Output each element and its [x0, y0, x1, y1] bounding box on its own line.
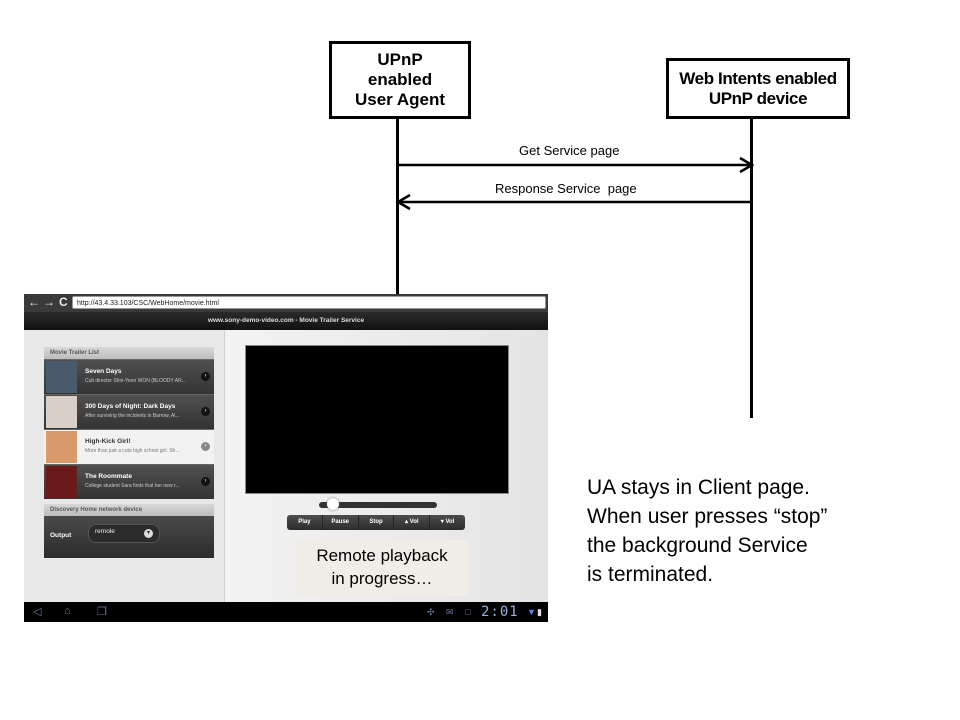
trailer-thumbnail	[46, 466, 77, 498]
clock: 2:01	[481, 604, 519, 620]
discovery-header: Discovery Home network device	[44, 504, 214, 516]
lifeline-user-agent	[396, 119, 399, 295]
url-input[interactable]: http://43.4.33.103/CSC/WebHome/movie.htm…	[72, 296, 546, 309]
chevron-right-icon: ›	[201, 442, 210, 451]
control-button-vol-down[interactable]: ▾ Vol	[440, 519, 455, 525]
trailer-description: More than just a cute high school girl. …	[85, 448, 180, 454]
trailer-title: The Roommate	[85, 473, 132, 480]
remote-playback-note: Remote playback in progress…	[296, 540, 468, 596]
output-select[interactable]: remole ▾	[88, 524, 160, 543]
battery-icon: ▮	[537, 607, 542, 617]
control-button-pause[interactable]: Pause	[323, 515, 359, 530]
tablet-screenshot: ← → C http://43.4.33.103/CSC/WebHome/mov…	[24, 294, 548, 622]
actor-user-agent-label: UPnP enabled User Agent	[354, 50, 446, 109]
trailer-description: College student Sara finds that her new …	[85, 483, 180, 489]
seek-thumb[interactable]	[327, 498, 340, 510]
home-nav-icon[interactable]: ⌂	[64, 605, 71, 617]
discovery-panel: Discovery Home network device Output rem…	[44, 504, 214, 558]
arrow-response-service-page	[395, 193, 752, 211]
trailer-description: After surviving the incidents in Barrow,…	[85, 413, 180, 419]
back-arrow-icon[interactable]: ←	[28, 295, 40, 309]
chevron-right-icon: ›	[201, 477, 210, 486]
trailer-list-header: Movie Trailer List	[44, 347, 214, 359]
back-nav-icon[interactable]: ◁	[33, 606, 42, 618]
trailer-thumbnail	[46, 431, 77, 463]
lifeline-upnp-device	[750, 119, 753, 418]
reload-icon[interactable]: C	[59, 295, 68, 309]
control-button-stop[interactable]: Stop	[359, 515, 395, 530]
trailer-title: High-Kick Girl!	[85, 438, 131, 445]
trailer-item[interactable]: High-Kick Girl! More than just a cute hig…	[44, 429, 214, 464]
video-player[interactable]	[245, 345, 509, 494]
seek-bar[interactable]	[319, 502, 437, 508]
usb-icon: ✣	[427, 607, 435, 617]
wifi-icon: ▼	[527, 607, 536, 617]
page-title: www.sony-demo-video.com - Movie Trailer …	[24, 312, 548, 330]
recent-apps-icon[interactable]: ❐	[97, 606, 107, 618]
message-label-response-service: Response Service page	[495, 181, 637, 196]
calendar-icon: □	[465, 607, 471, 617]
control-button-vol-up[interactable]: ▴ Vol	[394, 515, 431, 530]
actor-upnp-device-label: Web Intents enabled UPnP device	[679, 68, 837, 108]
trailer-title: Seven Days	[85, 368, 122, 375]
arrow-get-service-page	[398, 156, 755, 174]
output-label: Output	[50, 532, 72, 539]
chevron-down-icon: ▾	[144, 529, 153, 538]
output-row: Output remole ▾	[44, 516, 214, 558]
system-bar: ◁ ⌂ ❐ ✣ ✉ □ 2:01 ▼ ▮	[24, 602, 548, 622]
forward-arrow-icon[interactable]: →	[43, 295, 55, 309]
trailer-title: 300 Days of Night: Dark Days	[85, 403, 176, 410]
message-label-get-service: Get Service page	[519, 143, 620, 158]
trailer-thumbnail	[46, 361, 77, 393]
control-button-play[interactable]: Play	[287, 515, 323, 530]
chevron-right-icon: ›	[201, 372, 210, 381]
actor-upnp-device: Web Intents enabled UPnP device	[666, 58, 850, 119]
trailer-description: Cult director Shin-Yeon WON (BLOODY AR..…	[85, 378, 186, 384]
output-value: remole	[95, 528, 115, 535]
mail-icon: ✉	[446, 607, 454, 617]
browser-toolbar: ← → C http://43.4.33.103/CSC/WebHome/mov…	[24, 294, 548, 312]
actor-user-agent: UPnP enabled User Agent	[329, 41, 471, 119]
chevron-right-icon: ›	[201, 407, 210, 416]
explanation-note: UA stays in Client page. When user press…	[587, 476, 828, 586]
trailer-thumbnail	[46, 396, 77, 428]
